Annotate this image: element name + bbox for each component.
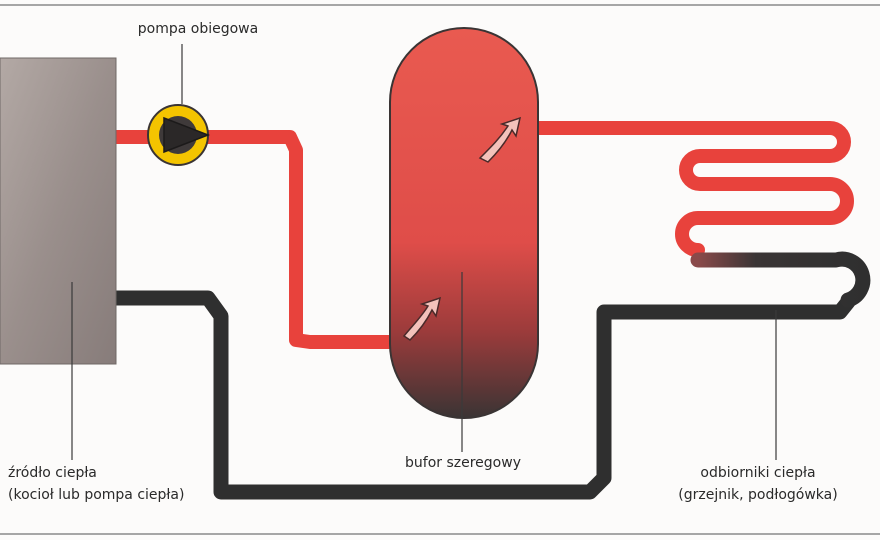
heat-source-label: źródło ciepła (kocioł lub pompa ciepła) — [8, 462, 184, 506]
receivers-label-line2: (grzejnik, podłogówka) — [678, 487, 838, 503]
flow-arrow-icon — [478, 116, 522, 163]
receivers-label-line1: odbiorniki ciepła — [700, 465, 816, 481]
heat-source-label-line2: (kocioł lub pompa ciepła) — [8, 487, 185, 503]
pump-label: pompa obiegowa — [137, 21, 259, 37]
hot-supply-pipe — [105, 130, 405, 349]
buffer-tank — [389, 27, 539, 419]
buffer-label: bufor szeregowy — [405, 455, 521, 471]
cold-return-pipe — [104, 290, 856, 500]
flow-arrow-icon — [402, 296, 442, 341]
receivers-label: odbiorniki ciepła (grzejnik, podłogówka) — [662, 462, 854, 506]
heat-source-block — [0, 57, 117, 365]
heat-source-label-line1: źródło ciepła — [8, 465, 97, 481]
pump-icon — [163, 116, 211, 154]
hot-distribution-coil — [523, 121, 854, 257]
cooled-coil-segment — [690, 251, 871, 308]
